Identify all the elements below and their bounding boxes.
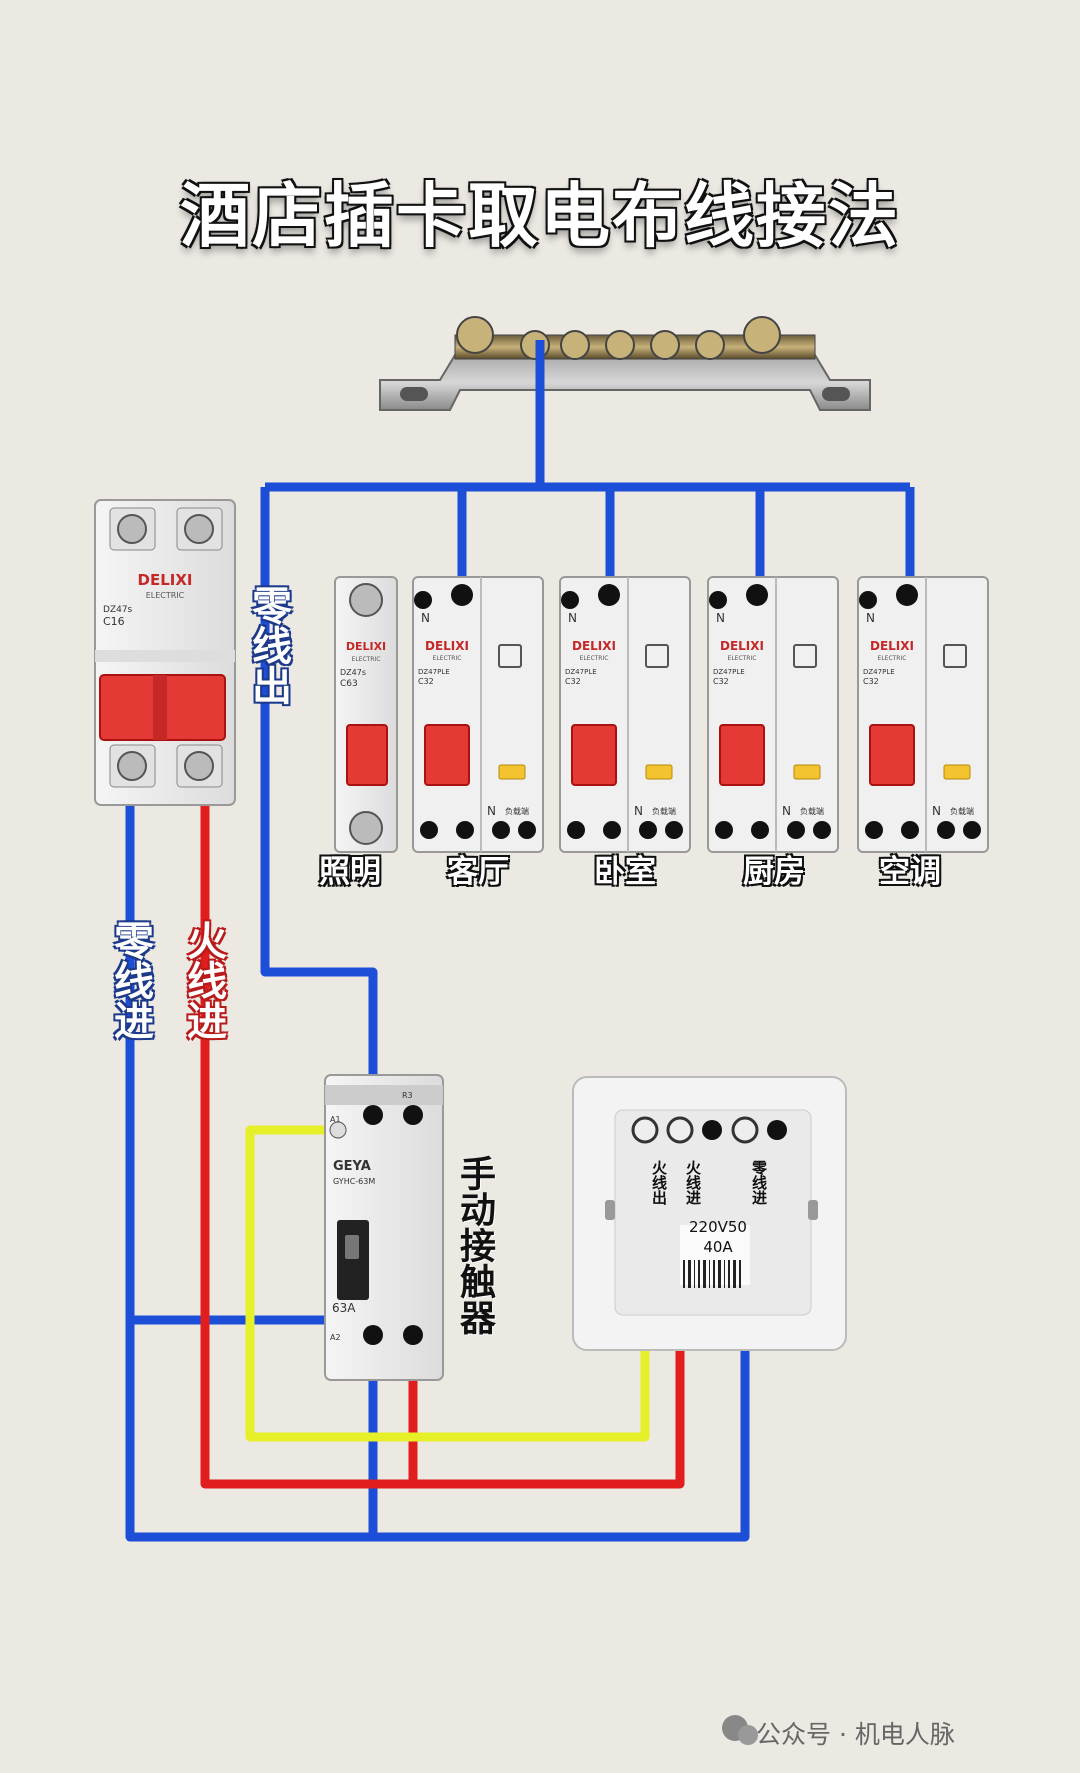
circuit-label-4: 厨房: [743, 854, 805, 890]
test-button-icon: [498, 644, 522, 668]
contactor-label: 手动接触器: [454, 1155, 495, 1335]
rcbo-rating: C32: [565, 677, 581, 686]
rcbo-n-label: N: [568, 611, 577, 625]
rcbo-n-bottom-label: N: [932, 804, 941, 818]
contactor-terminal-r3: R3: [402, 1091, 413, 1100]
neutral-out-label: 零线出: [245, 585, 291, 705]
barcode: [683, 1260, 741, 1288]
rcbo-n-bottom-label: N: [634, 804, 643, 818]
rcbo-n-bottom-label: N: [782, 804, 791, 818]
test-button-icon: [645, 644, 669, 668]
contactor-terminal-a2: A2: [330, 1333, 341, 1342]
rcbo-load-label: 负载端: [950, 806, 974, 816]
contactor-rating: 63A: [332, 1301, 356, 1315]
rcbo-rating: C32: [418, 677, 434, 686]
card-switch-spec: 220V50: [689, 1218, 747, 1236]
test-button-icon: [943, 644, 967, 668]
lighting-breaker-brand: DELIXI: [346, 640, 386, 653]
lighting-breaker-rating: C63: [340, 679, 358, 689]
lighting-breaker: [334, 576, 398, 853]
rcbo-model: DZ47PLE: [713, 668, 745, 676]
watermark: 公众号 · 机电人脉: [756, 1720, 955, 1749]
rcbo-sub: ELECTRIC: [728, 655, 757, 662]
card-switch-live-out: 火线出: [650, 1160, 668, 1205]
card-switch-current: 40A: [703, 1238, 733, 1256]
lighting-breaker-model: DZ47s: [340, 668, 366, 677]
neutral-in-label: 零线进: [107, 920, 153, 1040]
rcbo-load-label: 负载端: [652, 806, 676, 816]
rcbo-rating: C32: [713, 677, 729, 686]
rcbo-n-bottom-label: N: [487, 804, 496, 818]
contactor-model: GYHC-63M: [333, 1177, 375, 1186]
lighting-breaker-sub: ELECTRIC: [352, 656, 381, 663]
rcbo-sub: ELECTRIC: [433, 655, 462, 662]
rcbo-model: DZ47PLE: [418, 668, 450, 676]
rcbo-sub: ELECTRIC: [580, 655, 609, 662]
main-breaker-model: DZ47s: [103, 605, 133, 615]
rcbo-model: DZ47PLE: [565, 668, 597, 676]
rcbo-n-label: N: [421, 611, 430, 625]
rcbo-brand: DELIXI: [572, 639, 616, 653]
rcbo-sub: ELECTRIC: [878, 655, 907, 662]
card-switch-neutral-in: 零线进: [750, 1160, 768, 1205]
rcbo-n-label: N: [716, 611, 725, 625]
card-switch-live-in: 火线进: [684, 1160, 702, 1205]
main-breaker-brand: DELIXI: [138, 571, 193, 589]
contactor-brand: GEYA: [333, 1159, 371, 1174]
main-breaker-sub: ELECTRIC: [146, 591, 185, 600]
rcbo-rating: C32: [863, 677, 879, 686]
neutral-busbar: [379, 316, 871, 411]
circuit-label-5: 空调: [879, 854, 941, 890]
live-in-label: 火线进: [180, 920, 226, 1040]
test-button-icon: [793, 644, 817, 668]
busbar-screws: [456, 316, 781, 360]
circuit-label-1: 照明: [319, 854, 381, 890]
rcbo-brand: DELIXI: [425, 639, 469, 653]
page-title: 酒店插卡取电布线接法: [180, 175, 900, 257]
rcbo-model: DZ47PLE: [863, 668, 895, 676]
rcbo-load-label: 负载端: [800, 806, 824, 816]
rcbo-load-label: 负载端: [505, 806, 529, 816]
circuit-label-2: 客厅: [447, 854, 509, 890]
main-breaker-rating: C16: [103, 615, 125, 628]
rcbo-n-label: N: [866, 611, 875, 625]
contactor-terminal-a1: A1: [330, 1115, 341, 1124]
main-breaker: [94, 499, 236, 806]
circuit-label-3: 卧室: [594, 854, 656, 890]
manual-contactor: [324, 1074, 444, 1381]
card-switch: [572, 1076, 847, 1351]
rcbo-brand: DELIXI: [870, 639, 914, 653]
rcbo-brand: DELIXI: [720, 639, 764, 653]
wechat-icon: [722, 1715, 758, 1745]
